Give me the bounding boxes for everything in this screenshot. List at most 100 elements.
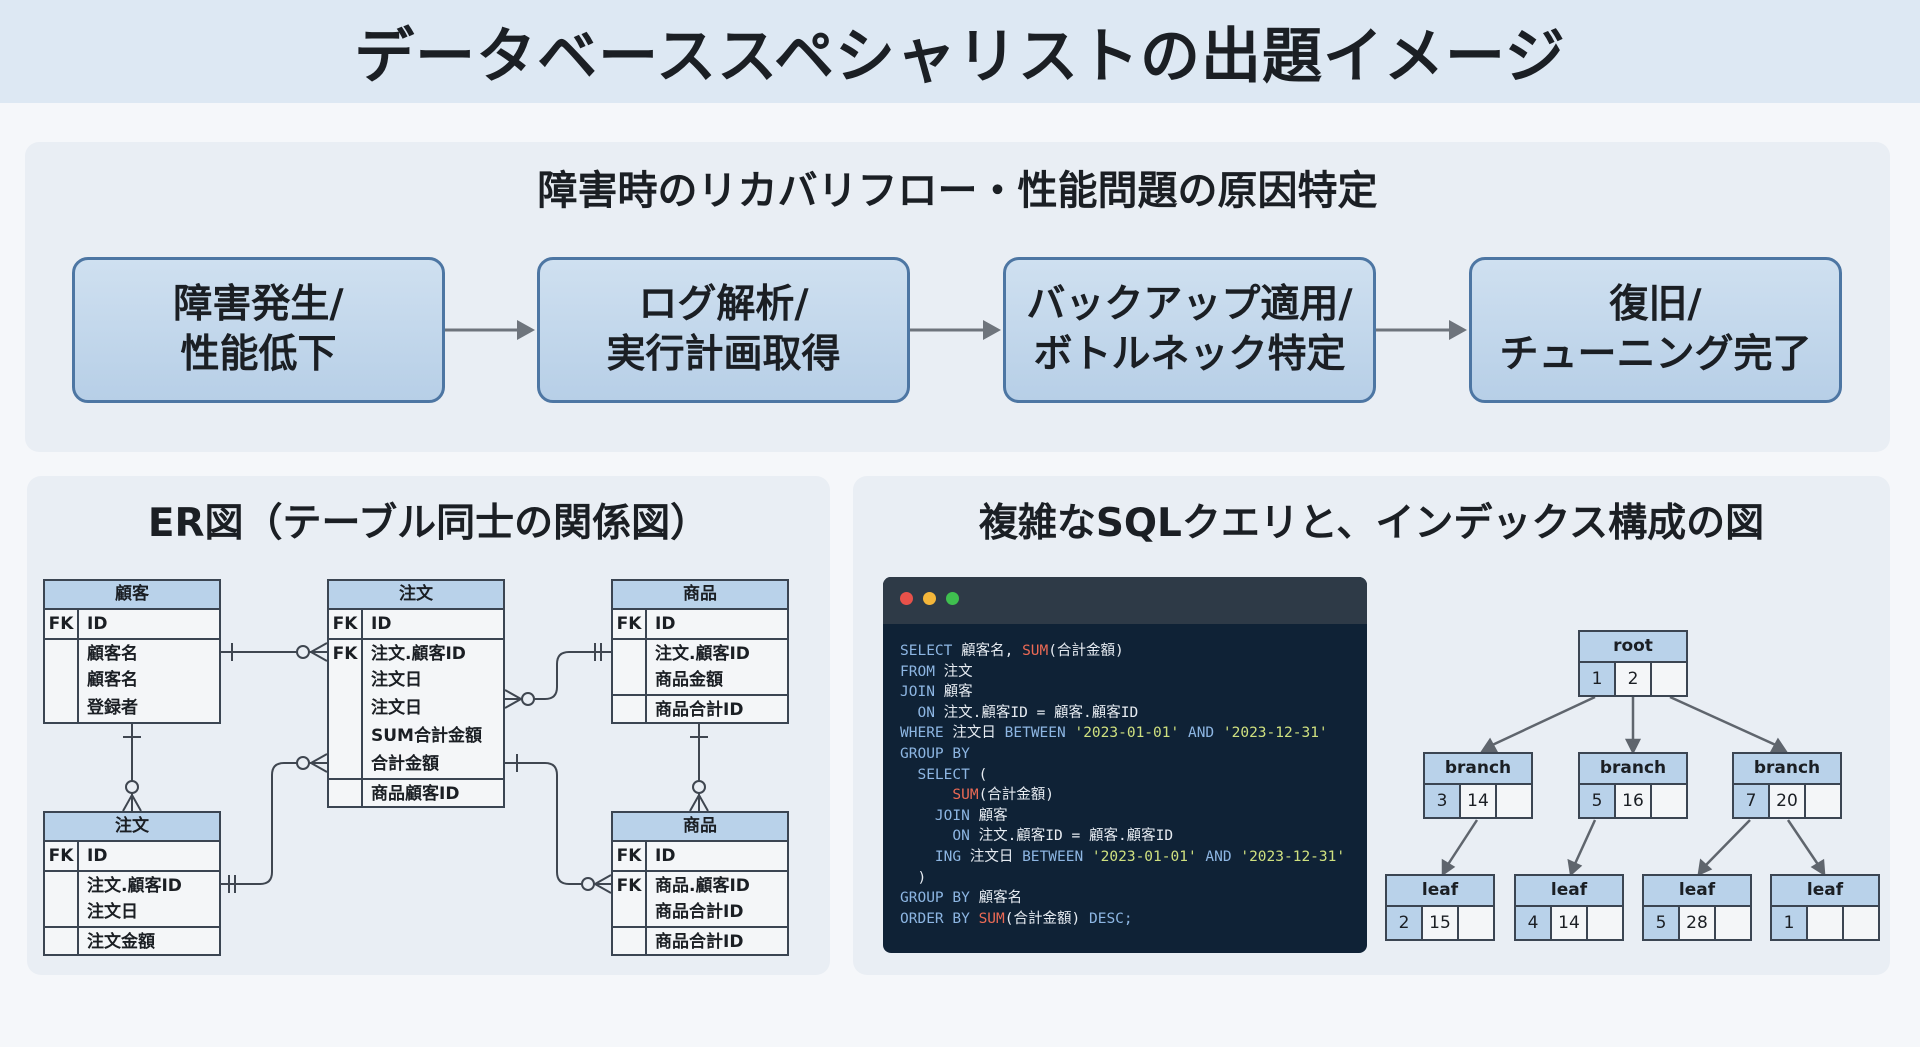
node-key: 15	[1423, 907, 1459, 939]
node-label: branch	[1425, 754, 1531, 785]
table-name: 注文	[329, 581, 503, 610]
table-name: 注文	[45, 813, 219, 842]
column-name: 顧客名	[87, 670, 138, 690]
code-token: 顧客名,	[961, 643, 1023, 659]
node-key	[1652, 785, 1686, 817]
code-token: SUM	[900, 787, 979, 804]
key-cell: FK	[329, 640, 363, 666]
node-key	[1652, 663, 1686, 695]
code-token: GROUP BY	[900, 890, 979, 907]
flow-step-3: バックアップ適用/ボトルネック特定	[1003, 257, 1376, 403]
column-name: 商品合計ID	[655, 700, 744, 720]
column-name: 注文.顧客ID	[87, 876, 182, 896]
step-text: 障害発生/	[173, 282, 344, 327]
code-token: SUM	[978, 910, 1005, 927]
table-name: 商品	[613, 581, 787, 610]
code-line: SUM(合計金額)	[900, 785, 1367, 806]
table-row: 登録者	[45, 694, 219, 722]
code-token: ON	[900, 828, 979, 845]
node-key: 16	[1616, 785, 1652, 817]
table-row: 商品合計ID	[613, 898, 787, 926]
code-token: ON	[900, 704, 944, 721]
node-key: 5	[1580, 785, 1616, 817]
node-key	[1588, 907, 1622, 939]
node-key: 3	[1425, 785, 1461, 817]
code-token: 注文.顧客ID = 顧客.顧客ID	[978, 828, 1174, 845]
code-token: '2023-12-31'	[1222, 725, 1328, 742]
code-token: (合計金額)	[1004, 910, 1089, 927]
key-cell	[329, 722, 363, 750]
table-row: 注文日	[45, 898, 219, 926]
node-label: leaf	[1516, 876, 1622, 907]
code-line: FROM 注文	[900, 662, 1367, 683]
code-token: 注文.顧客ID = 顧客.顧客ID	[943, 704, 1139, 721]
code-token: AND	[1196, 848, 1241, 865]
code-token: (合計金額)	[1048, 643, 1124, 659]
table-row: 注文日	[329, 694, 503, 722]
code-line: ON 注文.顧客ID = 顧客.顧客ID	[900, 703, 1367, 724]
column-name: 注文.顧客ID	[655, 644, 750, 664]
code-line: SELECT 顧客名, SUM(合計金額)	[900, 641, 1367, 662]
flow-step-4: 復旧/チューニング完了	[1469, 257, 1842, 403]
key-cell: FK	[329, 610, 363, 638]
step-text: チューニング完了	[1499, 332, 1812, 377]
code-token: '2023-01-01'	[1091, 848, 1197, 865]
column-name: 商品合計ID	[655, 902, 744, 922]
code-line: JOIN 顧客	[900, 806, 1367, 827]
column-name: 商品顧客ID	[371, 784, 460, 804]
code-token: BETWEEN	[1004, 725, 1075, 742]
code-token: ORDER BY	[900, 910, 979, 927]
node-key: 7	[1734, 785, 1770, 817]
column-name: 注文日	[371, 698, 422, 718]
er-title: ER図（テーブル同士の関係図）	[147, 501, 710, 546]
step-text: 実行計画取得	[606, 332, 841, 377]
header-band: データベーススペシャリストの出題イメージ	[0, 0, 1920, 103]
node-key	[1459, 907, 1493, 939]
code-line: )	[900, 868, 1367, 889]
node-key: 14	[1552, 907, 1588, 939]
key-cell	[45, 666, 79, 694]
node-key: 1	[1772, 907, 1808, 939]
sql-code-window: SELECT 顧客名, SUM(合計金額)FROM 注文 JOIN 顧客 ON 注…	[883, 577, 1367, 953]
step-text: バックアップ適用/	[1026, 282, 1353, 327]
key-cell	[613, 640, 647, 666]
table-row: 注文.顧客ID	[45, 870, 219, 898]
column-name: 商品合計ID	[655, 932, 744, 952]
table-row: FK ID	[329, 610, 503, 638]
table-row: 商品合計ID	[613, 926, 787, 954]
column-name: 注文日	[371, 670, 422, 690]
node-key: 4	[1516, 907, 1552, 939]
table-row: 合計金額	[329, 750, 503, 778]
flow-step-1: 障害発生/性能低下	[72, 257, 445, 403]
step-text: 復旧/	[1609, 282, 1702, 327]
node-key	[1716, 907, 1750, 939]
key-cell	[45, 928, 79, 954]
column-name: ID	[371, 614, 392, 634]
node-key	[1808, 907, 1844, 939]
step-text: ボトルネック特定	[1033, 332, 1346, 377]
step-text: 性能低下	[180, 332, 337, 377]
code-line: WHERE 注文日 BETWEEN '2023-01-01' AND '2023…	[900, 723, 1367, 744]
step-text: ログ解析/	[638, 282, 809, 327]
table-row: SUM合計金額	[329, 722, 503, 750]
window-titlebar	[883, 577, 1367, 624]
code-line: SELECT (	[900, 765, 1367, 786]
code-token: '2023-01-01'	[1074, 725, 1180, 742]
column-name: SUM合計金額	[371, 726, 482, 746]
code-token: )	[900, 869, 927, 886]
code-token: BETWEEN	[1022, 848, 1092, 865]
node-key	[1497, 785, 1531, 817]
node-label: branch	[1580, 754, 1686, 785]
column-name: 注文金額	[87, 932, 155, 952]
column-name: ID	[655, 614, 676, 634]
node-key: 5	[1644, 907, 1680, 939]
node-key: 28	[1680, 907, 1716, 939]
